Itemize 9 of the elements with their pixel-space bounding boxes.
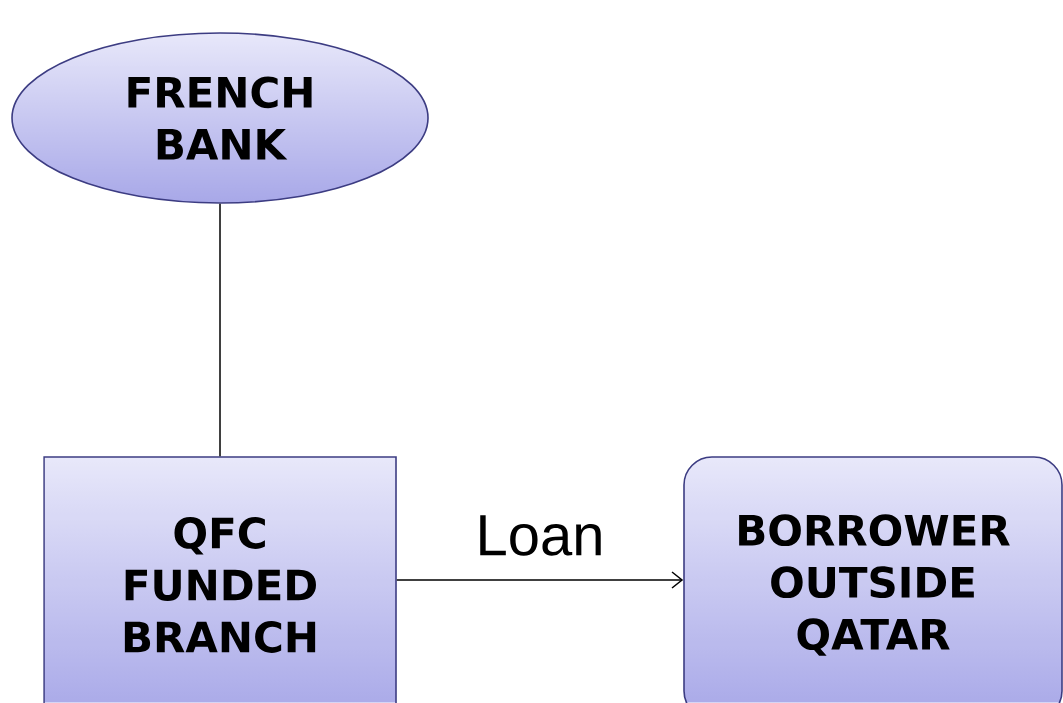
- connector-line: [219, 203, 221, 457]
- edge-label: Loan: [480, 515, 601, 556]
- bank-ellipse: [11, 32, 429, 204]
- borrower-box: [683, 456, 1063, 703]
- node-label: FRENCH BANK: [128, 76, 312, 160]
- branch-box: [43, 456, 397, 703]
- arrow: [396, 571, 684, 589]
- node-label: BORROWER OUTSIDE QATAR: [739, 514, 1010, 656]
- node-label: QFC FUNDED BRANCH: [124, 517, 316, 653]
